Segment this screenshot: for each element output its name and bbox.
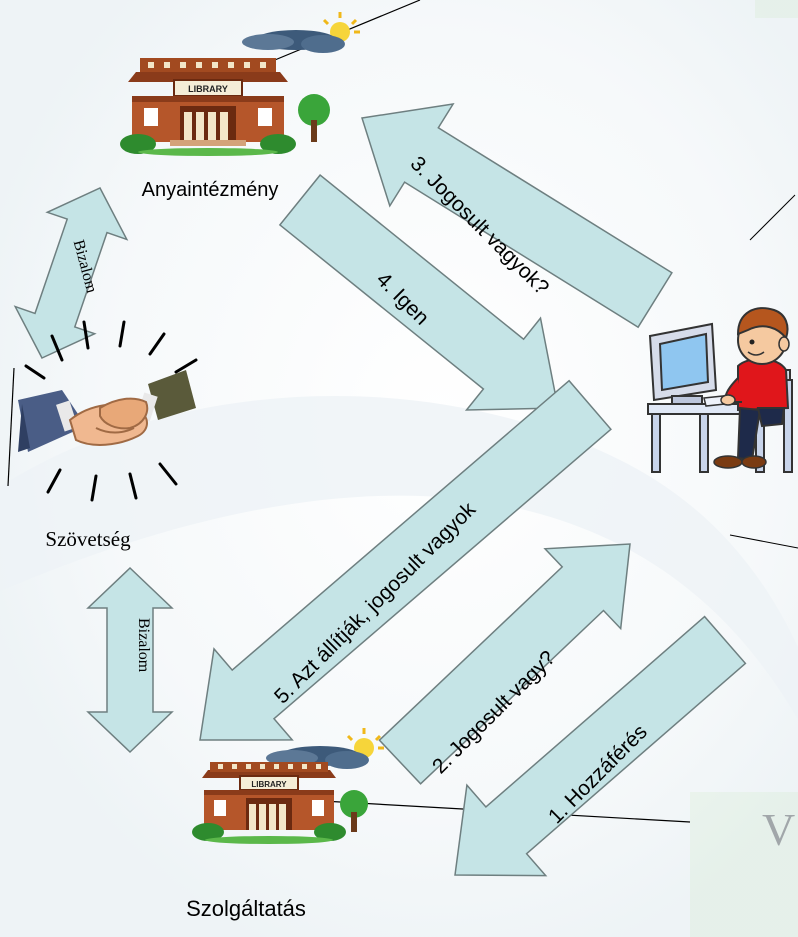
arrow-step3 bbox=[361, 103, 673, 329]
callout-line-user-top bbox=[749, 194, 796, 241]
handshake-icon bbox=[18, 320, 198, 502]
library-building-icon: LIBRARY bbox=[120, 12, 360, 156]
arrow-step1 bbox=[454, 615, 747, 877]
arrow-label-trust-bottom: Bizalom bbox=[135, 618, 152, 673]
callout-line-user-bottom bbox=[729, 534, 798, 549]
arrow-step4 bbox=[278, 174, 559, 411]
library-sign-text: LIBRARY bbox=[188, 84, 228, 94]
federation-label: Szövetség bbox=[45, 527, 131, 551]
user-at-computer-icon bbox=[647, 307, 793, 473]
background-swirl-band bbox=[0, 396, 798, 720]
service-label: Szolgáltatás bbox=[186, 896, 306, 921]
arrow-trust-top bbox=[13, 187, 129, 359]
arrow-step5 bbox=[199, 379, 612, 741]
library-building-icon: LIBRARY bbox=[192, 728, 384, 844]
arrow-trust-bottom bbox=[86, 566, 174, 754]
library-sign-text: LIBRARY bbox=[251, 780, 287, 789]
left-divider-line bbox=[7, 367, 15, 487]
home-institution-label: Anyaintézmény bbox=[142, 179, 279, 201]
arrow-step2 bbox=[378, 543, 631, 785]
